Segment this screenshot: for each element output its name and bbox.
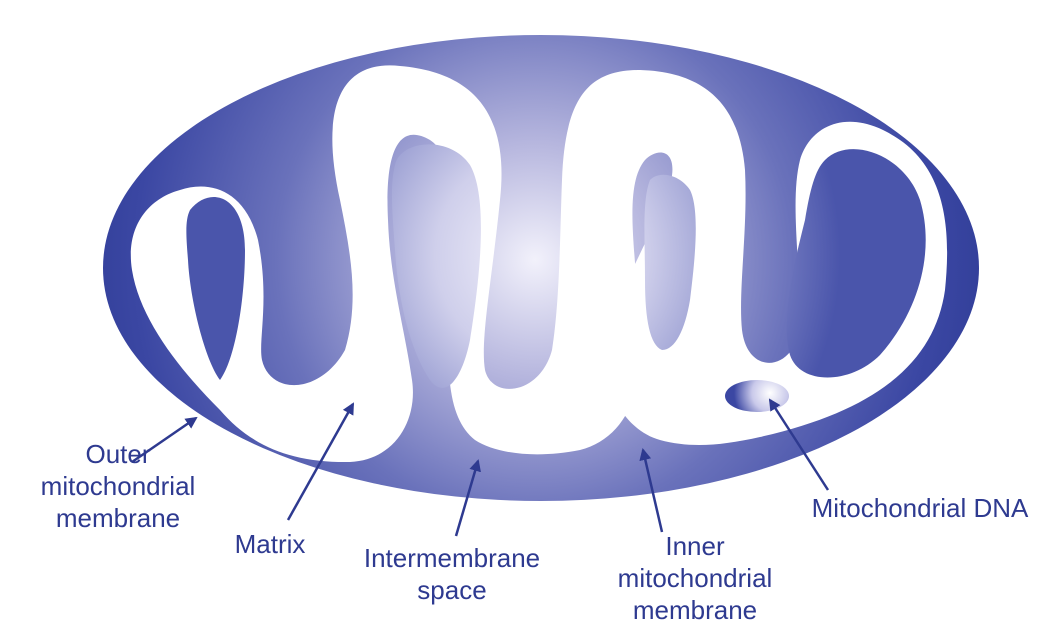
label-line: Outer — [18, 438, 218, 470]
label-line: Inner — [595, 530, 795, 562]
label-line: mitochondrial — [18, 470, 218, 502]
label-mitochondrial-dna: Mitochondrial DNA — [795, 492, 1045, 524]
label-line: Intermembrane — [342, 542, 562, 574]
label-outer-mitochondrial-membrane: Outer mitochondrial membrane — [18, 438, 218, 534]
label-line: membrane — [595, 594, 795, 626]
label-inner-mitochondrial-membrane: Inner mitochondrial membrane — [595, 530, 795, 626]
label-matrix: Matrix — [215, 528, 325, 560]
label-line: membrane — [18, 502, 218, 534]
mitochondrial-dna-blob — [725, 380, 789, 412]
label-line: space — [342, 574, 562, 606]
label-line: Matrix — [215, 528, 325, 560]
label-line: Mitochondrial DNA — [795, 492, 1045, 524]
label-line: mitochondrial — [595, 562, 795, 594]
label-intermembrane-space: Intermembrane space — [342, 542, 562, 606]
